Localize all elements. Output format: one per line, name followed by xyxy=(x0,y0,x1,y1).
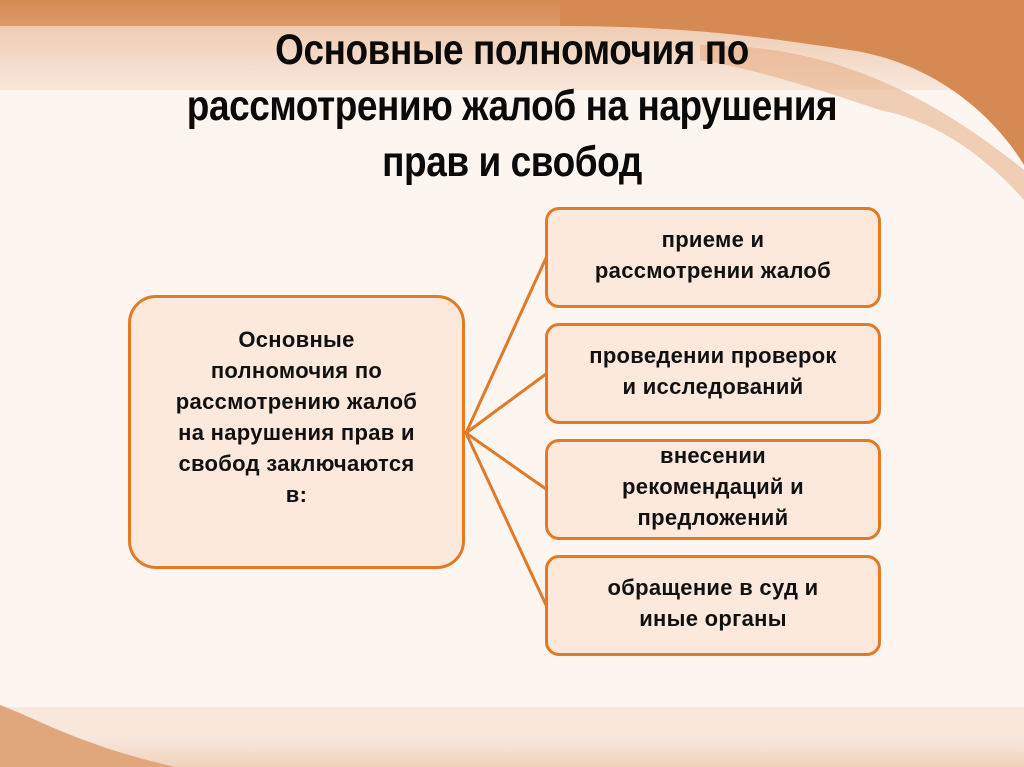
child-node-complaints: приеме и рассмотрении жалоб xyxy=(545,207,881,308)
title-line: Основные полномочия по xyxy=(275,26,749,74)
root-node: Основные полномочия по рассмотрению жало… xyxy=(128,295,465,569)
child-line: обращение в суд и xyxy=(607,574,819,600)
title-line: прав и свобод xyxy=(382,138,642,186)
child-node-court-appeal: обращение в суд и иные органы xyxy=(545,555,881,656)
child-node-text: проведении проверок и исследований xyxy=(589,340,837,402)
root-line: рассмотрению жалоб xyxy=(175,389,418,414)
slide-title: Основные полномочия по рассмотрению жало… xyxy=(72,22,953,190)
child-line: внесении xyxy=(660,443,766,468)
title-line: рассмотрению жалоб на нарушения xyxy=(186,82,838,130)
root-line: свобод заключаются xyxy=(178,451,415,476)
child-line: предложений xyxy=(637,505,789,530)
root-node-text: Основные полномочия по рассмотрению жало… xyxy=(176,324,417,510)
root-line: в: xyxy=(285,482,308,507)
child-node-text: приеме и рассмотрении жалоб xyxy=(595,224,831,286)
root-line: на нарушения прав и xyxy=(178,420,415,445)
child-node-text: обращение в суд и иные органы xyxy=(608,572,819,634)
child-node-text: внесении рекомендаций и предложений xyxy=(622,440,804,533)
child-line: иные органы xyxy=(639,605,787,631)
child-line: и исследований xyxy=(622,373,804,399)
child-line: приеме и xyxy=(661,226,765,252)
child-line: рассмотрении жалоб xyxy=(594,257,832,283)
child-line: рекомендаций и xyxy=(622,474,804,499)
child-line: проведении проверок xyxy=(589,342,837,368)
child-node-recommendations: внесении рекомендаций и предложений xyxy=(545,439,881,540)
root-line: Основные xyxy=(238,327,355,352)
child-node-inspections: проведении проверок и исследований xyxy=(545,323,881,424)
root-line: полномочия по xyxy=(210,358,383,383)
